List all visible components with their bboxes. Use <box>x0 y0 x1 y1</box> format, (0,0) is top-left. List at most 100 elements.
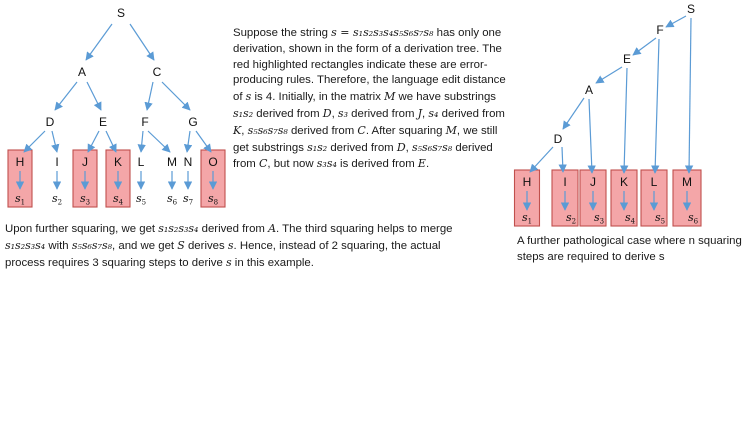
text-run: has only one derivation, shown in the fo… <box>233 27 506 104</box>
text-run: in this example. <box>231 256 314 269</box>
leaf-index: 1 <box>21 199 25 207</box>
text-run: derived from <box>233 141 493 171</box>
math-term: s <box>227 238 234 252</box>
edge-G-N <box>183 130 193 153</box>
node-G: G <box>188 115 197 129</box>
edge-E-J <box>87 130 100 153</box>
node-H: H <box>16 155 25 169</box>
node-F: F <box>141 115 148 129</box>
math-term: D <box>396 140 406 154</box>
text-run: with <box>45 239 72 252</box>
node-K: K <box>114 155 122 169</box>
edge-A-J <box>587 98 596 174</box>
text-run: derived from <box>438 107 505 120</box>
leaf-node-H: H <box>523 175 532 189</box>
math-term: s₃ <box>337 106 348 120</box>
leaf-index: 2 <box>572 218 576 226</box>
leaf-index: 3 <box>86 199 90 207</box>
node-C: C <box>153 65 162 79</box>
text-run: . Hence, instead of 2 squaring, the actu… <box>5 239 441 269</box>
math-term: K <box>233 123 242 137</box>
math-term: s <box>245 90 252 104</box>
text-run: Suppose the string <box>233 27 332 39</box>
leaf-index: 3 <box>600 218 604 226</box>
terminal-s2: s2 <box>566 211 576 226</box>
edge-A-D <box>54 81 78 111</box>
node-J: J <box>82 155 88 169</box>
node-O: O <box>208 155 217 169</box>
text-run: , <box>331 107 338 120</box>
edge-G-O <box>195 130 212 153</box>
math-term: s₁s₂ <box>307 140 328 154</box>
edge-C-F <box>144 81 154 111</box>
leaf-node-J: J <box>590 175 596 189</box>
text-run: derived from <box>327 141 397 154</box>
leaf-index: 7 <box>189 199 193 207</box>
edge-D-H <box>23 130 46 153</box>
math-term: s₁s₂ <box>233 106 254 120</box>
math-term: S <box>177 238 185 252</box>
terminal-s7: s7 <box>183 192 193 207</box>
edge-C-G <box>161 81 191 111</box>
explanation-paragraph: Suppose the string s = s₁s₂s₃s₄s₅s₆s₇s₈ … <box>233 25 513 173</box>
leaf-index: 4 <box>631 218 636 226</box>
edge-S-C <box>129 23 155 61</box>
text-run: is derived from <box>336 158 418 171</box>
edge-S-M <box>684 17 694 174</box>
node-L: L <box>138 155 145 169</box>
math-term: s₅s₆s₇s₈ <box>247 123 288 137</box>
edge-S-F <box>665 15 687 28</box>
node-I: I <box>55 155 58 169</box>
edge-E-K <box>105 130 117 153</box>
pathological-case-caption: A further pathological case where n squa… <box>517 235 742 263</box>
math-term: M <box>384 90 396 104</box>
leaf-node-M: M <box>682 175 692 189</box>
edge-D-I <box>51 130 60 153</box>
node-D: D <box>46 115 55 129</box>
leaf-index: 2 <box>58 199 62 207</box>
math-term: J <box>417 106 423 120</box>
terminal-s6: s6 <box>688 211 699 226</box>
text-run: , and we get <box>112 239 178 252</box>
edge-D-I <box>558 146 567 173</box>
chain-node-D: D <box>554 132 563 146</box>
node-M: M <box>167 155 177 169</box>
edge-F-L <box>651 38 660 174</box>
text-run: we have substrings <box>395 91 496 104</box>
math-term: s₁s₂s₃s₄ <box>158 222 199 235</box>
chain-node-S: S <box>687 2 695 16</box>
text-run: , <box>241 124 248 137</box>
leaf-index: 1 <box>528 218 532 226</box>
node-A: A <box>78 65 86 79</box>
edge-F-M <box>147 130 171 153</box>
chain-node-E: E <box>623 52 631 66</box>
terminal-s6: s6 <box>167 192 178 207</box>
terminal-s1: s1 <box>522 211 532 226</box>
edge-A-E <box>86 81 102 111</box>
text-run: , we still get substrings <box>233 124 498 154</box>
text-run: . The third squaring helps to merge <box>276 223 453 235</box>
node-S: S <box>117 6 125 20</box>
terminal-s4: s4 <box>113 192 124 207</box>
terminal-s8: s8 <box>208 192 218 207</box>
node-N: N <box>184 155 193 169</box>
text-run: derived from <box>198 223 269 235</box>
math-term: M <box>445 123 457 137</box>
leaf-index: 5 <box>661 218 665 226</box>
math-term: s₃s₄ <box>316 157 337 171</box>
math-term: s = s₁s₂s₃s₄s₅s₆s₇s₈ <box>331 26 434 39</box>
terminal-s4: s4 <box>625 211 636 226</box>
chain-node-A: A <box>585 83 593 97</box>
math-term: s₄ <box>428 106 439 120</box>
chain-node-F: F <box>656 23 663 37</box>
leaf-index: 8 <box>214 199 218 207</box>
terminal-s5: s5 <box>655 211 665 226</box>
terminal-s1: s1 <box>15 192 25 207</box>
math-term: s₅s₆s₇s₈ <box>71 238 113 252</box>
text-run: derives <box>184 239 228 252</box>
terminal-s3: s3 <box>594 211 604 226</box>
text-run: is 4. Initially, in the matrix <box>251 91 385 104</box>
edge-E-A <box>595 66 623 84</box>
text-run: . After squaring <box>365 124 446 137</box>
edge-E-K <box>620 67 629 174</box>
